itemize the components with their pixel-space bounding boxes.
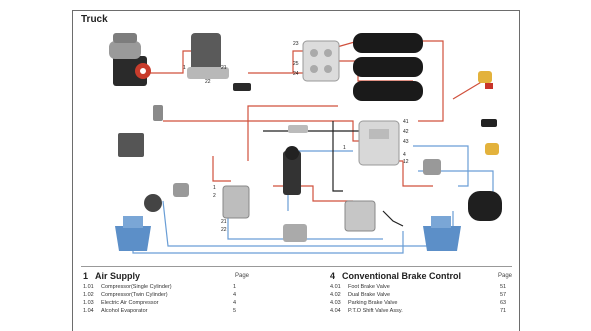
entry-name: Foot Brake Valve: [348, 284, 390, 290]
entry-page: 63: [500, 300, 507, 306]
entry-code: 1.01: [83, 284, 94, 290]
index-entry[interactable]: 4.02 Dual Brake Valve 57: [330, 291, 519, 299]
index-entry[interactable]: 1.01 Compressor(Single Cylinder) 1: [83, 283, 283, 291]
relay-valve-icon: [288, 125, 308, 133]
entry-code: 4.03: [330, 300, 341, 306]
port-labels: 1 21 22 23 25 24 41 42 43 1 1 2 4 12 21 …: [183, 41, 409, 233]
section-header: 1 Air Supply Page: [83, 271, 283, 283]
port-label: 2: [213, 193, 216, 199]
port-label: 12: [403, 159, 409, 165]
entry-page: 1: [233, 284, 237, 290]
port-label: 1: [183, 65, 186, 71]
entry-page: 57: [500, 292, 507, 298]
port-label: 4: [403, 152, 406, 158]
page-column-header: Page: [498, 273, 513, 279]
port-label: 24: [293, 71, 299, 77]
entry-page: 4: [233, 292, 237, 298]
entry-name: Compressor(Twin Cylinder): [101, 292, 168, 298]
entry-name: Parking Brake Valve: [348, 300, 398, 306]
port-label: 21: [221, 219, 227, 225]
port-label: 43: [403, 139, 409, 145]
port-label: 42: [403, 129, 409, 135]
spring-brake-chamber-icon: [468, 191, 502, 221]
brake-valve-icon: [173, 159, 441, 242]
air-tank-icon: [353, 33, 423, 101]
port-label: 21: [221, 65, 227, 71]
coupling-head-icon: [478, 71, 499, 155]
section-divider: [81, 266, 512, 267]
air-dryer-icon: [187, 33, 251, 91]
section-title: Air Supply: [95, 271, 141, 281]
entry-code: 4.04: [330, 308, 341, 314]
port-label: 41: [403, 119, 409, 125]
entry-page: 4: [233, 300, 237, 306]
entry-code: 4.01: [330, 284, 341, 290]
entry-code: 1.03: [83, 300, 94, 306]
index-entry[interactable]: 1.03 Electric Air Compressor 4: [83, 299, 283, 307]
page-column-header: Page: [235, 273, 250, 279]
entry-page: 71: [500, 308, 507, 314]
section-number: 4: [330, 271, 336, 281]
port-label: 1: [343, 145, 346, 151]
index-section-conventional-brake-control: 4 Conventional Brake Control Page 4.01 F…: [330, 271, 519, 315]
index-section-air-supply: 1 Air Supply Page 1.01 Compressor(Single…: [83, 271, 283, 315]
index-entry[interactable]: 4.04 P.T.O Shift Valve Assy. 71: [330, 307, 519, 315]
port-label: 23: [293, 41, 299, 47]
index-entry[interactable]: 4.01 Foot Brake Valve 51: [330, 283, 519, 291]
index-entry[interactable]: 4.03 Parking Brake Valve 63: [330, 299, 519, 307]
entry-name: Dual Brake Valve: [348, 292, 391, 298]
control-unit-icon: [118, 133, 144, 157]
entry-code: 1.02: [83, 292, 94, 298]
diagram-title: Truck: [81, 14, 108, 25]
port-label: 22: [221, 227, 227, 233]
trailer-control-valve-icon: [358, 120, 400, 166]
drain-valve-icon: [153, 105, 163, 121]
port-label: 25: [293, 61, 299, 67]
port-label: 1: [213, 185, 216, 191]
section-title: Conventional Brake Control: [342, 271, 462, 281]
hand-brake-valve-icon: [283, 146, 301, 195]
slack-adjuster-icon: [144, 194, 162, 212]
brake-chamber-icon: [115, 216, 461, 251]
entry-name: Compressor(Single Cylinder): [101, 284, 172, 290]
entry-page: 51: [500, 284, 507, 290]
compressor-icon: [109, 33, 151, 86]
index-entry[interactable]: 1.04 Alcohol Evaporator 5: [83, 307, 283, 315]
entry-page: 5: [233, 308, 237, 314]
section-number: 1: [83, 271, 89, 281]
truck-air-brake-diagram: 1 21 22 23 25 24 41 42 43 1 1 2 4 12 21 …: [109, 33, 502, 254]
protection-valve-icon: [302, 40, 340, 82]
foot-brake-valve-icon: [222, 185, 250, 219]
port-label: 22: [205, 79, 211, 85]
entry-code: 4.02: [330, 292, 341, 298]
diagram-frame: Truck: [72, 10, 520, 331]
section-header: 4 Conventional Brake Control Page: [330, 271, 519, 283]
entry-name: P.T.O Shift Valve Assy.: [348, 308, 403, 314]
entry-code: 1.04: [83, 308, 94, 314]
index-entry[interactable]: 1.02 Compressor(Twin Cylinder) 4: [83, 291, 283, 299]
entry-name: Electric Air Compressor: [101, 300, 159, 306]
entry-name: Alcohol Evaporator: [101, 308, 148, 314]
